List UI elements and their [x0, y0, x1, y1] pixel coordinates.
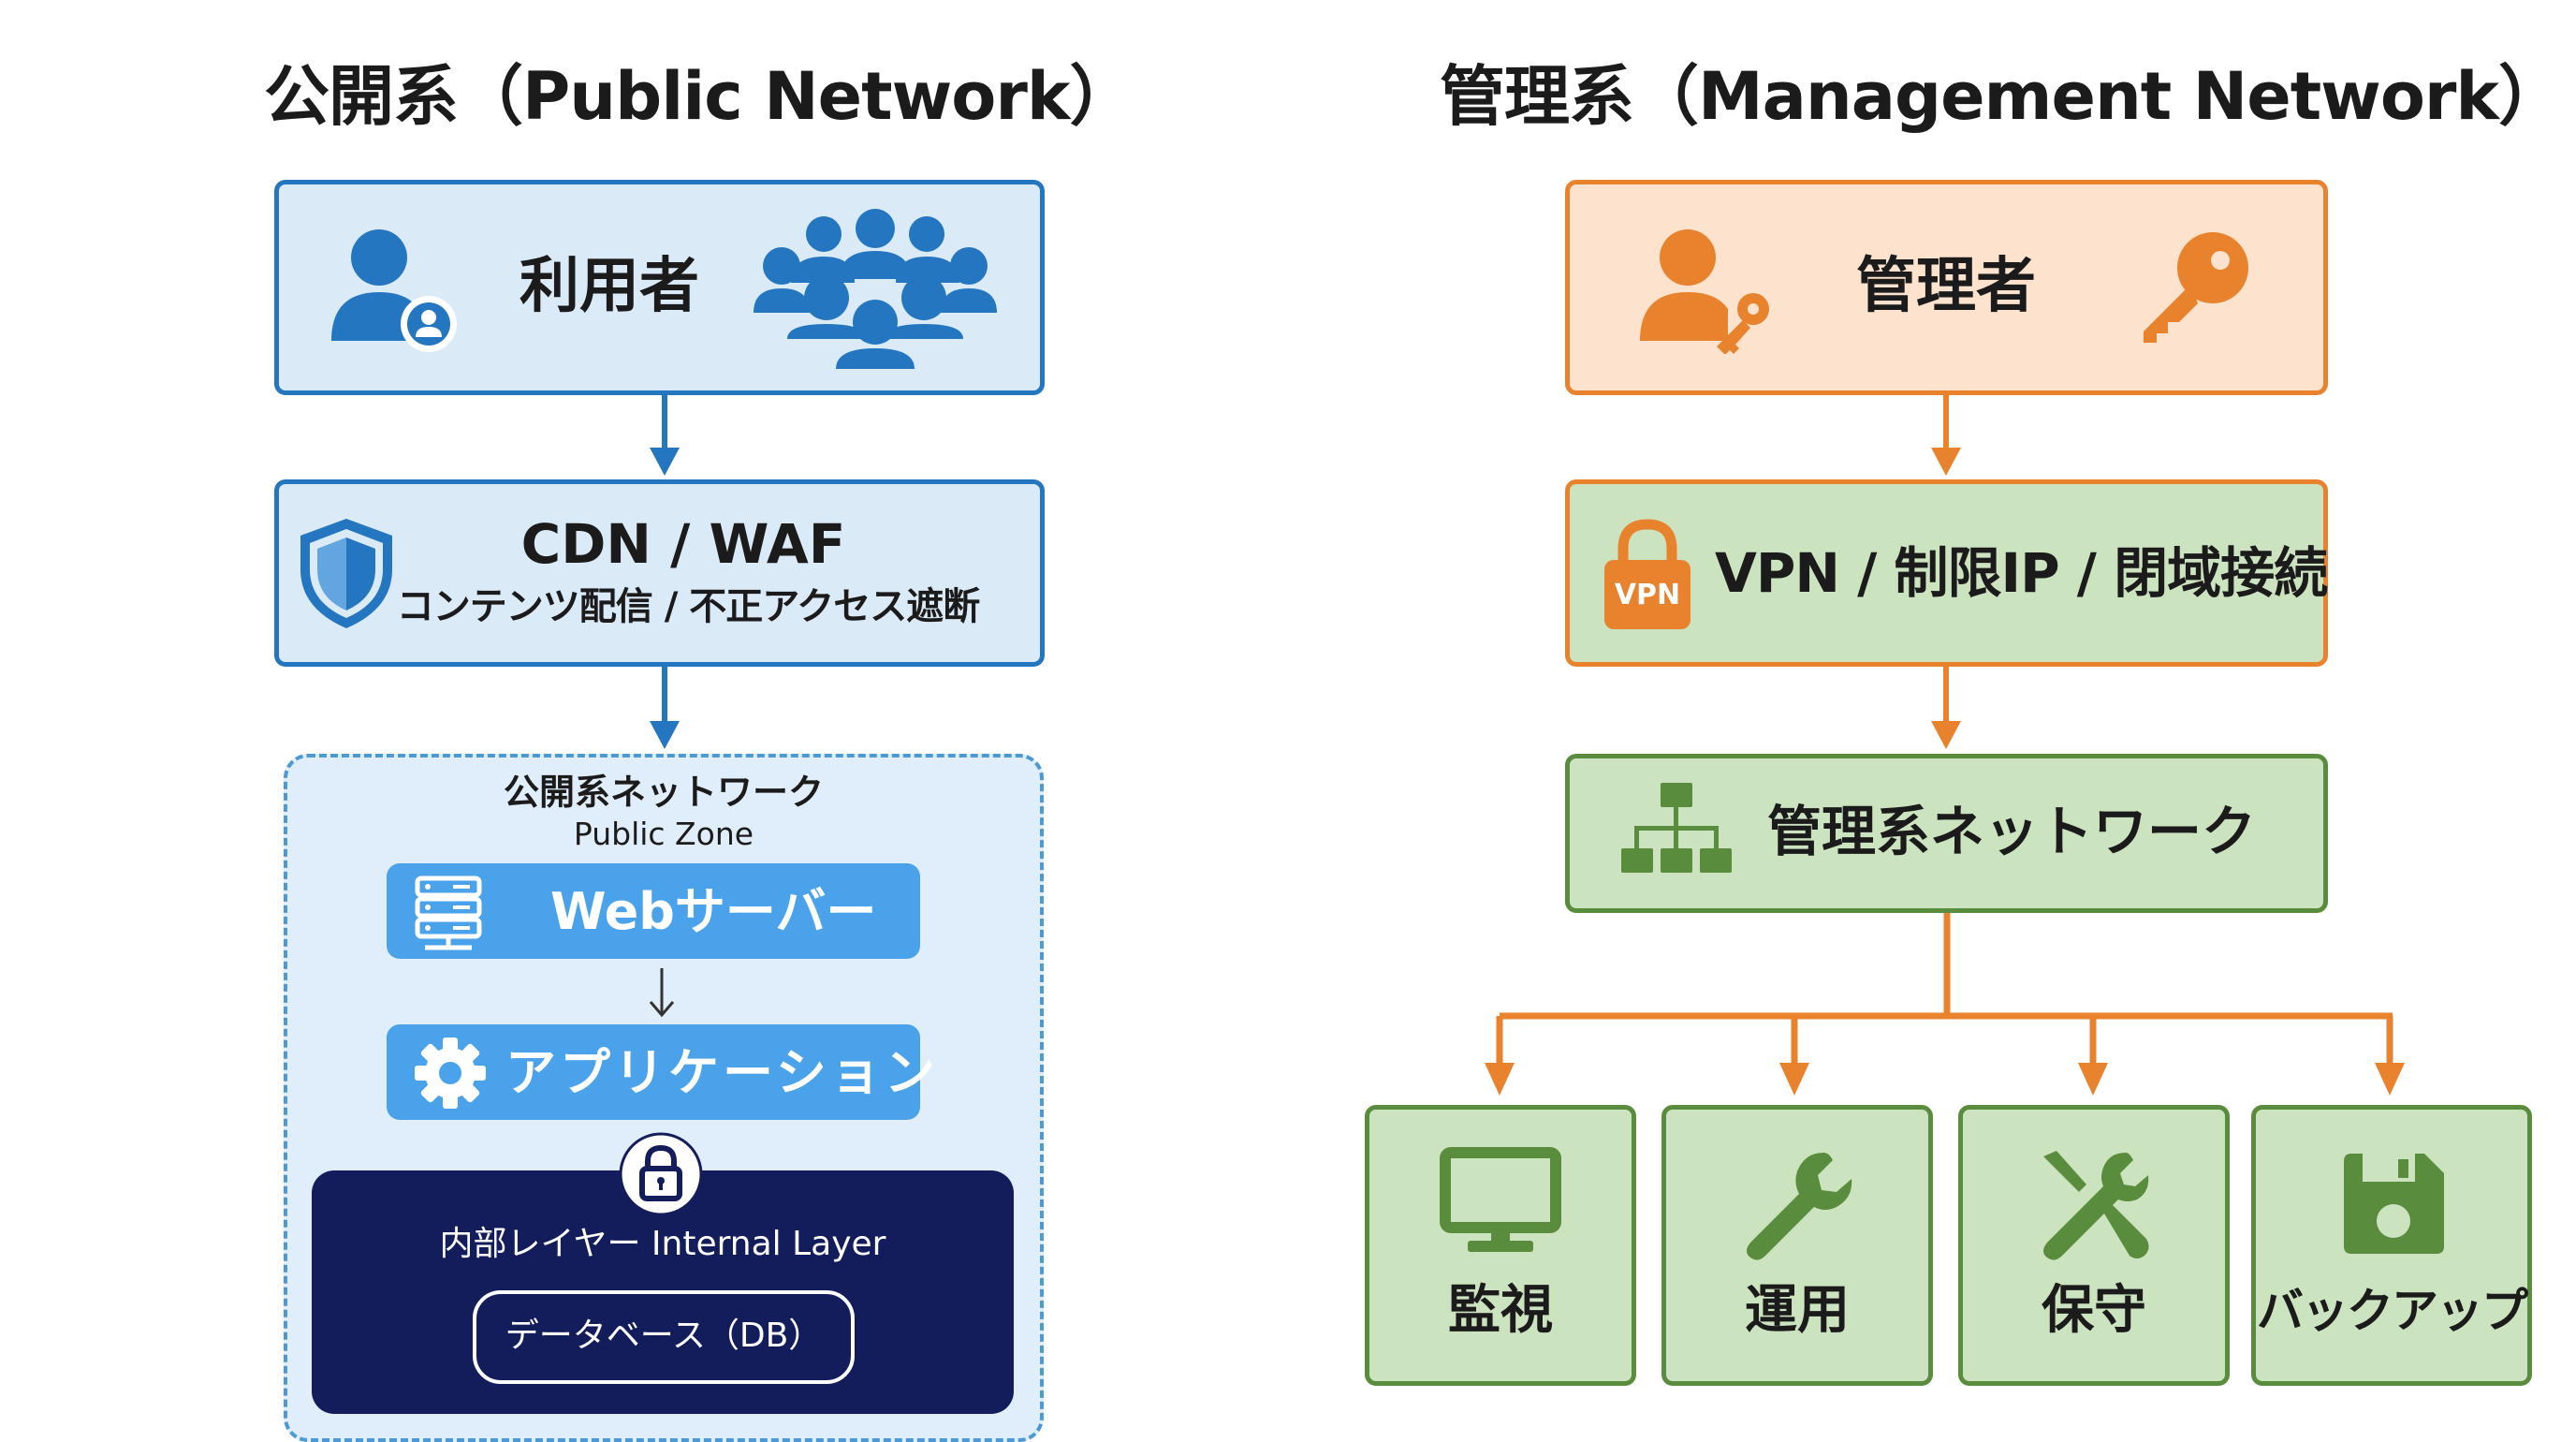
arrow-web-to-app [641, 966, 683, 1019]
arrow-vpn-to-network [1918, 667, 1974, 753]
database-box [473, 1290, 855, 1384]
vpn-box [1565, 479, 2328, 667]
management-network-box [1565, 754, 2328, 913]
task-box-maintenance [1958, 1105, 2230, 1386]
vpn-badge: VPN [1614, 579, 1681, 611]
admin-user-key-icon [1636, 223, 1777, 354]
monitor-icon [1440, 1147, 1561, 1259]
wrench-icon [1739, 1147, 1856, 1264]
cdn-waf-subtitle: コンテンツ配信 / 不正アクセス遮断 [396, 585, 980, 628]
public-zone-title: 公開系ネットワーク [503, 772, 824, 813]
web-server-label: Webサーバー [550, 882, 877, 941]
arrow-users-to-cdn [637, 395, 693, 479]
shield-icon [295, 515, 398, 632]
public-zone-subtitle: Public Zone [573, 816, 754, 852]
public-network-title: 公開系（Public Network） [264, 58, 1134, 135]
management-network-title: 管理系（Management Network） [1440, 58, 2564, 135]
internal-layer-label: 内部レイヤー Internal Layer [439, 1225, 886, 1263]
cdn-waf-box [274, 479, 1045, 667]
application-label: アプリケーション [505, 1043, 939, 1102]
user-group-icon [754, 208, 997, 372]
task-label-backup: バックアップ [2257, 1284, 2528, 1338]
lock-icon [618, 1131, 704, 1217]
cdn-waf-title: CDN / WAF [520, 512, 846, 576]
task-label-operation: 運用 [1745, 1280, 1850, 1341]
task-label-maintenance: 保守 [2042, 1280, 2146, 1341]
admin-label: 管理者 [1856, 252, 2036, 321]
task-box-operation [1661, 1105, 1933, 1386]
branch-arrows [1479, 913, 2415, 1110]
gear-icon [412, 1035, 489, 1111]
vpn-label: VPN / 制限IP / 閉域接続 [1715, 541, 2328, 605]
database-label: データベース（DB） [505, 1317, 823, 1355]
arrow-cdn-to-zone [637, 667, 693, 753]
network-hierarchy-icon [1619, 779, 1732, 882]
task-label-monitoring: 監視 [1448, 1280, 1553, 1341]
user-icon [328, 223, 459, 354]
arrow-admin-to-vpn [1918, 395, 1974, 479]
management-network-label: 管理系ネットワーク [1767, 800, 2257, 863]
server-icon [412, 875, 487, 953]
users-label: 利用者 [520, 252, 699, 321]
vpn-padlock-icon [1601, 517, 1694, 634]
tools-icon [2036, 1147, 2153, 1264]
key-icon [2134, 227, 2256, 348]
floppy-disk-icon [2340, 1150, 2448, 1258]
